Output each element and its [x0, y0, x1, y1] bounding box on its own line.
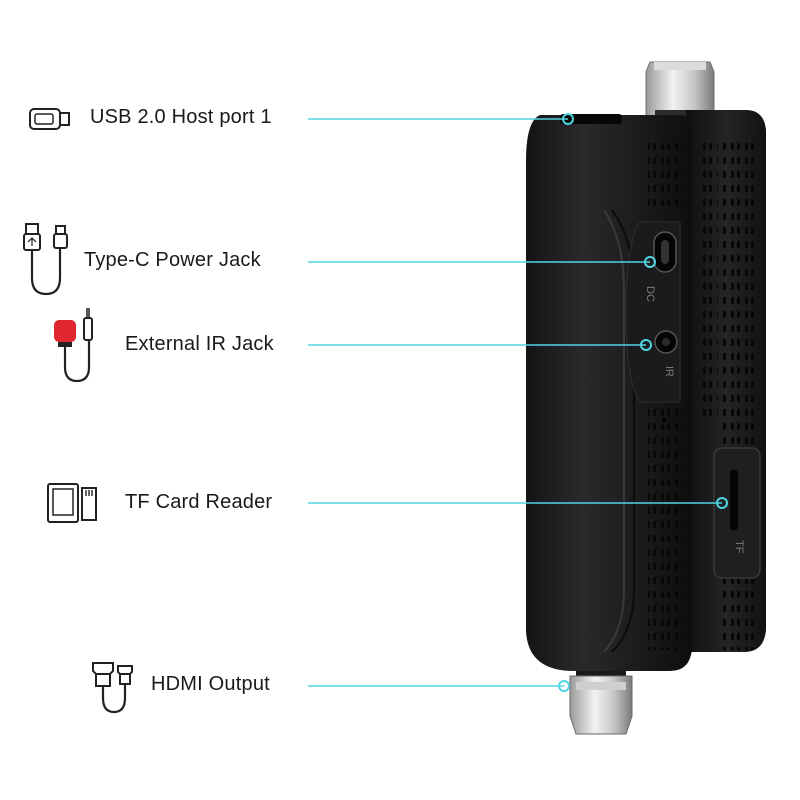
usb-stick-icon	[29, 108, 70, 130]
type-c-port	[653, 231, 677, 273]
ir-receiver-cable-icon	[54, 308, 93, 383]
callout-label-usb: USB 2.0 Host port 1	[90, 106, 272, 128]
sd-card-icon	[47, 483, 97, 523]
callout-label-hdmi: HDMI Output	[151, 673, 270, 695]
hdmi-plug	[569, 662, 633, 735]
usb-cable-icon	[23, 223, 68, 296]
callout-label-tf: TF Card Reader	[125, 491, 273, 513]
callout-label-typec: Type-C Power Jack	[84, 249, 261, 271]
callout-label-ir: External IR Jack	[125, 333, 274, 355]
hdmi-cable-icon	[92, 662, 133, 714]
usb-port	[560, 114, 622, 124]
top-connector	[645, 61, 715, 118]
callout-line-hdmi	[308, 680, 570, 692]
callout-line-typec	[308, 256, 656, 268]
tf-card-panel	[713, 447, 761, 579]
ir-jack	[654, 330, 678, 354]
callout-line-ir	[308, 339, 652, 351]
callout-line-usb	[308, 113, 574, 125]
callout-line-tf	[308, 497, 728, 509]
